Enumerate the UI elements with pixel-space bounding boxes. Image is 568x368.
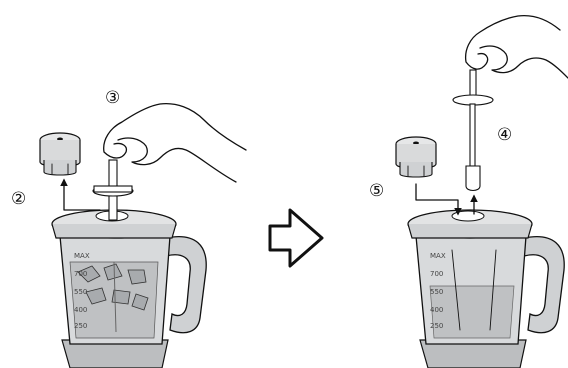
right-panel: MAX 700 550 400 250 [369,16,568,368]
remove-cap-arrow [64,180,100,210]
scale-mark-550: 550 [74,288,87,296]
tamper-lifted [453,70,493,191]
scale-mark-700-right: 700 [430,270,443,278]
lid-opening-right [452,211,484,221]
step-label-4: ④ [497,125,512,145]
transition-arrow-icon [270,210,322,266]
scale-mark-250: 250 [74,322,87,330]
jar-handle-right [524,237,564,333]
replace-cap-arrow [416,184,458,214]
scale-mark-250-right: 250 [430,322,443,330]
step-label-3: ③ [105,88,120,108]
hand-left [104,104,246,182]
hand-right [466,16,568,78]
scale-mark-max-right: MAX [430,252,446,260]
lid-cap [40,133,80,175]
scale-mark-700: 700 [74,270,87,278]
step-label-2: ② [11,189,26,209]
lid-cap-right [396,137,436,177]
scale-mark-max: MAX [74,252,90,260]
scale-mark-400-right: 400 [430,306,443,314]
scale-mark-400: 400 [74,306,87,314]
left-panel: MAX 700 550 400 250 ② [11,88,246,368]
step-label-5: ⑤ [369,181,384,201]
jar-handle [166,237,206,333]
scale-mark-550-right: 550 [430,288,443,296]
